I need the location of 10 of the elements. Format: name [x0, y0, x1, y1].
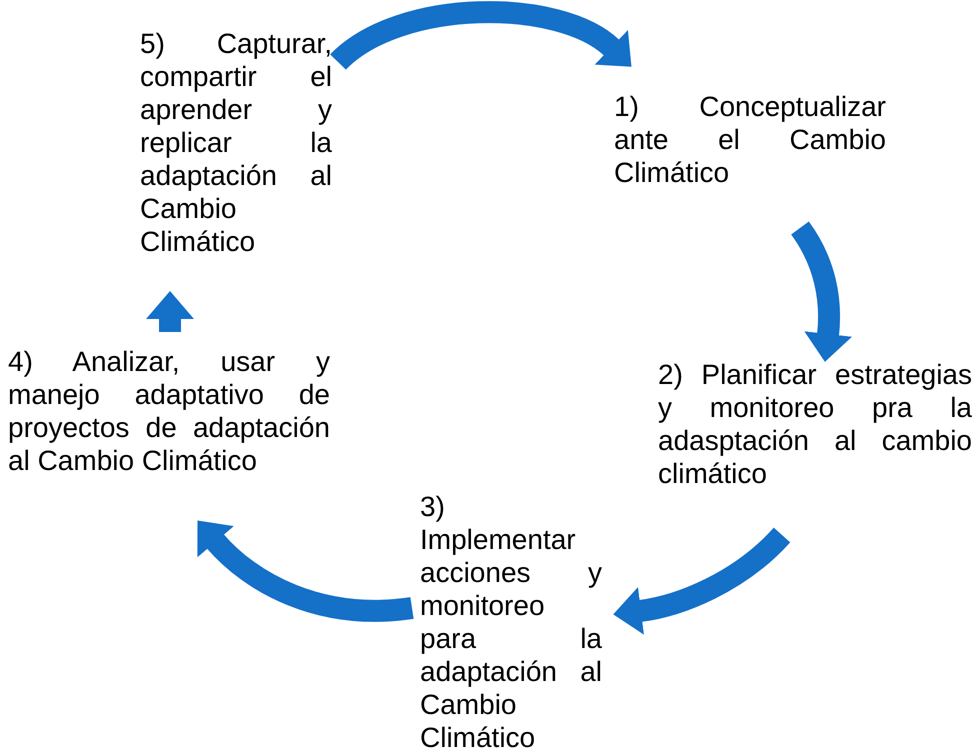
cycle-arrow [330, 1, 634, 70]
cycle-arrow [613, 527, 790, 635]
step-text: 3) Implementar acciones y monitoreo para la adaptación al Cambio Climático [420, 490, 602, 754]
step-text: 1) Conceptualizar ante el Cambio Climático [614, 90, 886, 189]
cycle-arrow [146, 291, 194, 332]
step-text: 2) Planificar estrategias y monitoreo pra la adasptación al cambio climático [658, 358, 972, 490]
cycle-arrow [196, 521, 414, 622]
step-text: 4) Analizar, usar y manejo adaptativo de proyectos de adaptación al Cambio Climático [8, 345, 330, 477]
cycle-arrow [790, 222, 852, 362]
step-text: 5) Capturar, compartir el aprender y replicar la adaptación al Cambio Climático [140, 27, 332, 258]
